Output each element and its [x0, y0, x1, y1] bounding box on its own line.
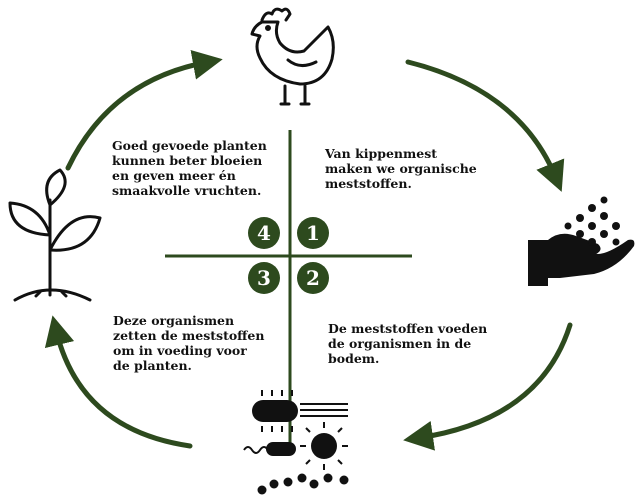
chicken-icon [250, 7, 335, 106]
plant-icon [8, 168, 102, 302]
step-3-badge: 3 [248, 262, 280, 294]
arrow-chicken-to-hand [405, 59, 565, 192]
step-4-text: Goed gevoede planten kunnen beter bloeie… [112, 138, 267, 198]
step-3-text: Deze organismen zetten de meststoffen om… [113, 313, 265, 373]
seed-dots [564, 196, 620, 246]
fertilizer-hand-icon [528, 196, 635, 286]
arrow-microbes-to-plant [44, 315, 193, 449]
step-2-text: De meststoffen voeden de organismen in d… [328, 321, 488, 366]
microbes-icon [243, 390, 349, 495]
step-2-badge: 2 [297, 262, 329, 294]
arrow-hand-to-microbes [403, 322, 573, 451]
arrow-plant-to-chicken [65, 49, 223, 171]
cycle-arrows [44, 49, 573, 451]
step-4-badge: 4 [248, 217, 280, 249]
step-1-badge: 1 [297, 217, 329, 249]
step-1-text: Van kippenmest maken we organische mests… [325, 146, 477, 191]
